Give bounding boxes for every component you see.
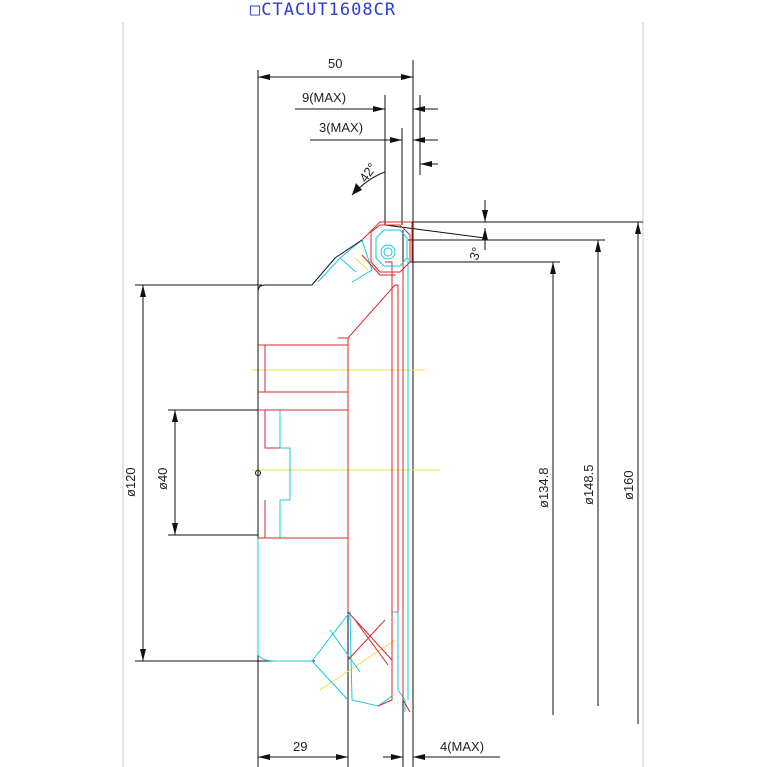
dim-dia-148-5: ø148.5	[581, 240, 601, 706]
dia-134-8-label: ø134.8	[536, 468, 551, 508]
dia-40-label: ø40	[155, 468, 170, 490]
angle-42-label: 42°	[356, 160, 380, 185]
dia-120-label: ø120	[123, 467, 138, 497]
angle-3-label: 3°	[466, 245, 484, 262]
reference-lines	[122, 22, 644, 767]
diameter-extension-lines	[384, 221, 643, 263]
dim-50-label: 50	[328, 56, 342, 71]
insert	[375, 229, 408, 267]
dim-4-max: 4(MAX)	[383, 739, 500, 760]
dim-9-max: 9(MAX)	[295, 90, 438, 112]
dim-dia-134-8: ø134.8	[536, 262, 556, 715]
dim-3max-label: 3(MAX)	[319, 120, 363, 135]
dim-small-offset	[420, 161, 438, 167]
section-lines	[258, 221, 413, 713]
dim-dia-160: ø160	[621, 222, 641, 724]
centerlines	[252, 257, 440, 691]
center-point	[255, 470, 261, 476]
dim-width-50: 50	[258, 56, 413, 80]
angle-42: 42°	[351, 160, 386, 196]
part-outline	[255, 239, 363, 538]
drawing-title: □CTACUT1608CR	[250, 0, 397, 20]
dim-9max-label: 9(MAX)	[302, 90, 346, 105]
dim-4max-label: 4(MAX)	[440, 739, 484, 754]
body-outline	[257, 239, 409, 712]
angle-3: 3°	[466, 200, 488, 262]
dim-29-label: 29	[293, 739, 307, 754]
dia-160-label: ø160	[621, 470, 636, 500]
dia-148-5-label: ø148.5	[581, 465, 596, 505]
dim-3-max: 3(MAX)	[310, 120, 438, 143]
dim-dia-120: ø120	[123, 284, 315, 662]
dim-width-29: 29	[258, 739, 348, 760]
dim-dia-40: ø40	[155, 409, 258, 536]
